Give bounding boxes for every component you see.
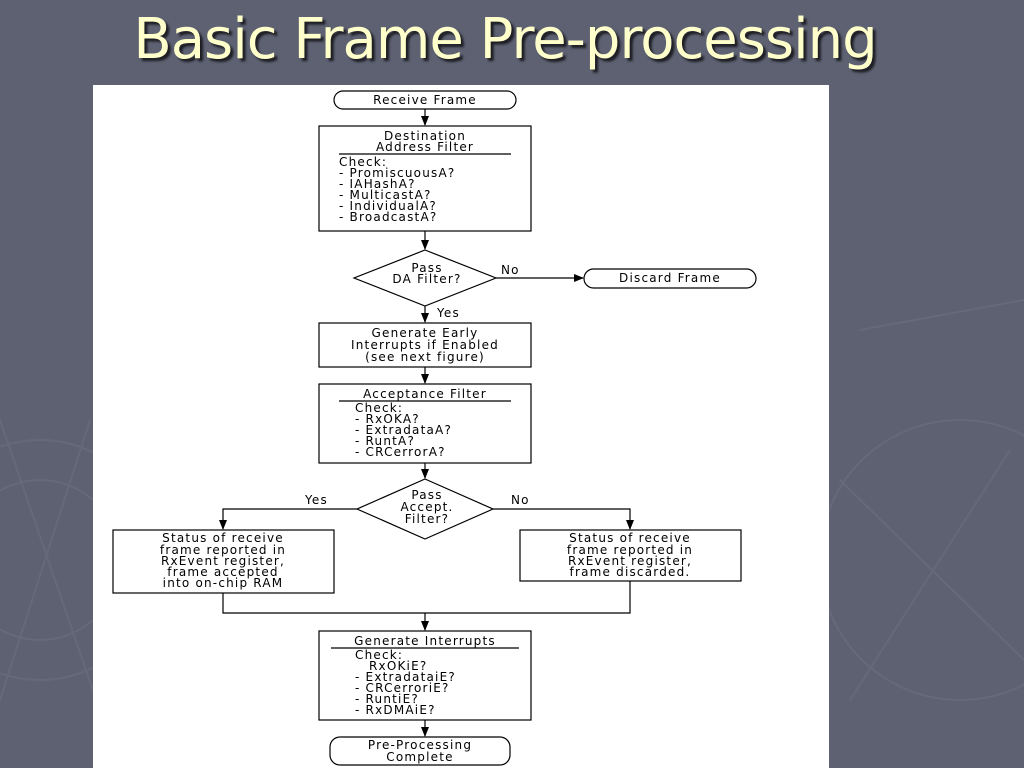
connector xyxy=(219,508,357,530)
gen-int-line-6: - RxDMAiE? xyxy=(355,703,436,717)
da-check-5: - IndividualA? xyxy=(339,199,437,213)
early-int-line-2: Interrupts if Enabled xyxy=(351,338,499,352)
acc-check-3: - ExtradataA? xyxy=(355,423,452,437)
slide-title: Basic Frame Pre-processing xyxy=(133,7,877,72)
flowchart-diagram: Receive Frame Destination Address Filter… xyxy=(112,90,757,766)
gen-int-line-2: RxOKiE? xyxy=(369,659,427,673)
discard-terminal xyxy=(583,268,757,289)
status-acc-line-5: into on-chip RAM xyxy=(163,576,284,590)
acc-check-4: - RuntA? xyxy=(355,434,415,448)
pass-accept-line-2: Accept. xyxy=(400,500,453,514)
early-int-line-1: Generate Early xyxy=(372,326,479,340)
status-discarded-box xyxy=(519,529,742,582)
da-check-3: - IAHashA? xyxy=(339,177,416,191)
status-dis-line-2: frame reported in xyxy=(567,543,693,557)
flowchart-figure: Receive Frame Destination Address Filter… xyxy=(93,85,829,768)
pass-accept-line-3: Filter? xyxy=(405,512,450,526)
end-line-2: Complete xyxy=(386,750,453,764)
status-acc-line-4: frame accepted xyxy=(167,565,278,579)
pass-accept-line-1: Pass xyxy=(411,488,442,502)
da-check-4: - MulticastA? xyxy=(339,188,432,202)
generate-interrupts-box xyxy=(318,630,532,721)
acc-check-1: Check: xyxy=(355,401,403,415)
early-int-line-3: (see next figure) xyxy=(365,350,485,364)
status-acc-line-3: RxEvent register, xyxy=(161,554,285,568)
da-filter-title-1: Destination xyxy=(384,129,466,143)
status-dis-line-1: Status of receive xyxy=(569,531,691,545)
pass-da-line-1: Pass xyxy=(411,261,442,275)
acc-check-2: - RxOKA? xyxy=(355,412,420,426)
connector xyxy=(493,508,634,530)
gen-int-line-4: - CRCerroriE? xyxy=(355,681,450,695)
status-dis-line-4: frame discarded. xyxy=(570,565,691,579)
gen-int-line-3: - ExtradataiE? xyxy=(355,670,456,684)
status-acc-line-2: frame reported in xyxy=(160,543,286,557)
acc-check-5: - CRCerrorA? xyxy=(355,445,446,459)
pass-accept-no-label: No xyxy=(511,493,530,507)
status-acc-line-1: Status of receive xyxy=(162,531,284,545)
gen-int-title: Generate Interrupts xyxy=(354,634,496,648)
gen-int-line-5: - RuntiE? xyxy=(355,692,419,706)
pass-da-yes-label: Yes xyxy=(436,306,460,320)
end-line-1: Pre-Processing xyxy=(368,738,472,752)
merge-connector xyxy=(222,581,631,614)
da-check-2: - PromiscuousA? xyxy=(339,166,455,180)
pass-accept-yes-label: Yes xyxy=(304,493,328,507)
pass-da-line-2: DA Filter? xyxy=(392,272,461,286)
da-check-6: - BroadcastA? xyxy=(339,210,437,224)
gen-int-line-1: Check: xyxy=(355,648,403,662)
da-filter-title-2: Address Filter xyxy=(376,140,474,154)
acceptance-title: Acceptance Filter xyxy=(363,387,487,401)
da-check-1: Check: xyxy=(339,155,387,169)
start-label: Receive Frame xyxy=(373,93,477,107)
status-dis-line-3: RxEvent register, xyxy=(568,554,692,568)
early-interrupts-box xyxy=(318,322,532,368)
da-filter-box xyxy=(318,125,532,232)
end-terminal xyxy=(329,736,511,766)
status-accepted-box xyxy=(112,529,335,594)
pass-accept-decision xyxy=(355,478,495,540)
discard-label: Discard Frame xyxy=(619,271,721,285)
pass-da-no-label: No xyxy=(501,263,520,277)
